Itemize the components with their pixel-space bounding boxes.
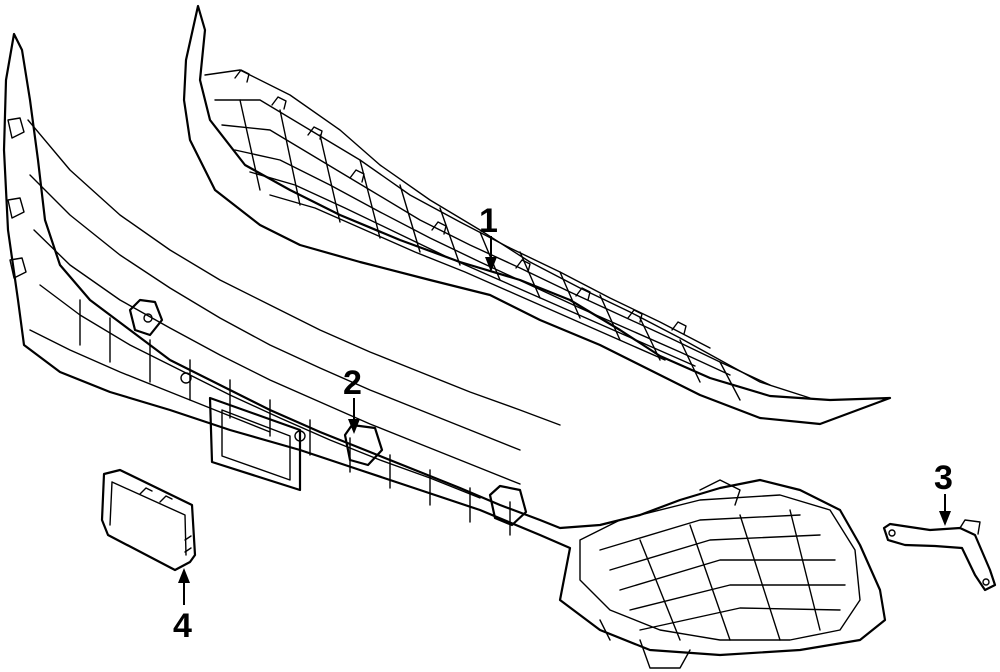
callout-1-label: 1 (479, 202, 498, 240)
callout-2: 2 (343, 364, 362, 434)
part-2-lower-valance (2, 32, 887, 669)
callout-1-arrow-icon (485, 257, 497, 272)
callout-4-label: 4 (173, 607, 192, 645)
part-3-bracket (882, 519, 997, 592)
callout-2-label: 2 (343, 364, 362, 402)
callout-4-arrow-icon (178, 568, 190, 583)
part-1-upper-grille (182, 4, 892, 426)
callout-1: 1 (479, 202, 498, 272)
callout-3-arrow-icon (939, 511, 951, 526)
part-4-cover (100, 468, 197, 572)
callout-2-arrow-icon (348, 419, 360, 434)
callout-4: 4 (173, 568, 192, 645)
callout-3-label: 3 (934, 459, 953, 497)
callout-3: 3 (934, 459, 953, 526)
